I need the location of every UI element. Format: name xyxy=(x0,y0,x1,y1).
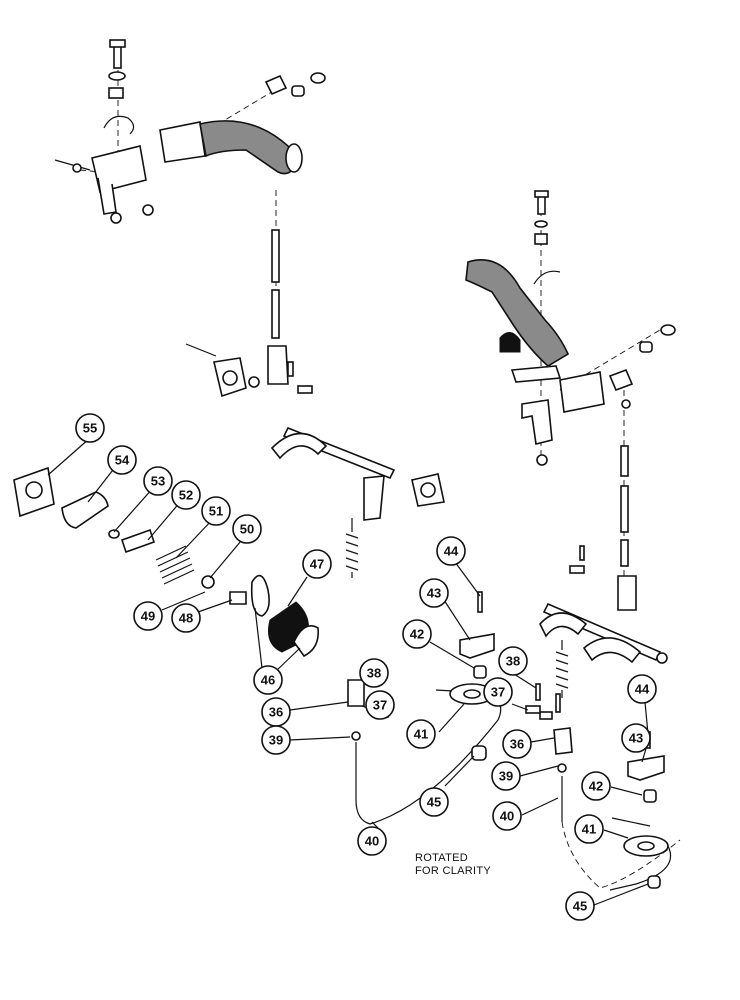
callout-36-left-label: 36 xyxy=(269,705,283,720)
callout-41-left-label: 41 xyxy=(414,727,428,742)
callout-39-left-label: 39 xyxy=(269,733,283,748)
callout-54-label: 54 xyxy=(115,453,130,468)
callout-50-label: 50 xyxy=(240,522,254,537)
callout-37-left-label: 37 xyxy=(373,698,387,713)
callout-44-right: 44 xyxy=(627,674,657,704)
callout-43-upper: 43 xyxy=(419,578,449,608)
callout-41-right-label: 41 xyxy=(582,822,596,837)
callout-44-upper: 44 xyxy=(436,536,466,566)
upper-left-lever-assembly xyxy=(54,39,326,398)
callout-42-upper-label: 42 xyxy=(410,627,424,642)
rotated-note-line1: ROTATED xyxy=(415,852,469,864)
callout-37-right-label: 37 xyxy=(491,685,505,700)
callout-51: 51 xyxy=(201,496,231,526)
callout-46: 46 xyxy=(253,665,283,695)
callout-39-left: 39 xyxy=(261,725,291,755)
callout-43-upper-label: 43 xyxy=(427,586,441,601)
callout-55: 55 xyxy=(75,413,105,443)
callout-44-upper-label: 44 xyxy=(444,544,459,559)
callout-52-label: 52 xyxy=(179,488,193,503)
callout-54: 54 xyxy=(107,445,137,475)
callout-43-right: 43 xyxy=(621,723,651,753)
callout-52: 52 xyxy=(171,480,201,510)
callout-37-left: 37 xyxy=(365,690,395,720)
callout-46-label: 46 xyxy=(261,673,275,688)
callout-47: 47 xyxy=(302,549,332,579)
callout-40-left: 40 xyxy=(357,826,387,856)
lower-right-shaft-assembly xyxy=(539,602,668,698)
callout-39-right-label: 39 xyxy=(499,769,513,784)
callout-40-left-label: 40 xyxy=(365,834,379,849)
callout-49: 49 xyxy=(133,601,163,631)
leader-lines xyxy=(47,437,649,906)
callout-36-right-label: 36 xyxy=(510,737,524,752)
callout-49-label: 49 xyxy=(141,609,155,624)
rotated-note: ROTATED FOR CLARITY xyxy=(415,852,491,878)
callout-42-right-label: 42 xyxy=(589,779,603,794)
rotated-note-line2: FOR CLARITY xyxy=(415,865,492,877)
callout-38-left-label: 38 xyxy=(367,666,381,681)
callout-41-right: 41 xyxy=(574,814,604,844)
lower-right-cable-assembly xyxy=(539,693,681,891)
callout-45-right-label: 45 xyxy=(573,899,587,914)
callout-42-right: 42 xyxy=(581,771,611,801)
callout-40-right: 40 xyxy=(492,801,522,831)
callout-42-upper: 42 xyxy=(402,619,432,649)
callout-47-label: 47 xyxy=(310,557,324,572)
callout-51-label: 51 xyxy=(209,504,223,519)
callout-43-right-label: 43 xyxy=(629,731,643,746)
callout-50: 50 xyxy=(232,514,262,544)
callout-38-left: 38 xyxy=(359,658,389,688)
callout-45-left-label: 45 xyxy=(427,795,441,810)
callout-37-right: 37 xyxy=(483,677,513,707)
callout-38-right: 38 xyxy=(498,646,528,676)
callout-48-label: 48 xyxy=(179,611,193,626)
upper-right-lever-assembly xyxy=(465,190,676,611)
callout-36-left: 36 xyxy=(261,697,291,727)
middle-shaft-assembly xyxy=(270,426,445,578)
callout-53-label: 53 xyxy=(151,474,165,489)
callout-48: 48 xyxy=(171,603,201,633)
callout-45-left: 45 xyxy=(419,787,449,817)
callout-53: 53 xyxy=(143,466,173,496)
callout-45-right: 45 xyxy=(565,891,595,921)
callout-41-left: 41 xyxy=(406,719,436,749)
callout-44-right-label: 44 xyxy=(635,682,650,697)
callout-39-right: 39 xyxy=(491,761,521,791)
callout-38-right-label: 38 xyxy=(506,654,520,669)
left-cylinder-parts xyxy=(13,466,320,658)
callout-55-label: 55 xyxy=(83,421,97,436)
callout-36-right: 36 xyxy=(502,729,532,759)
callout-40-right-label: 40 xyxy=(500,809,514,824)
